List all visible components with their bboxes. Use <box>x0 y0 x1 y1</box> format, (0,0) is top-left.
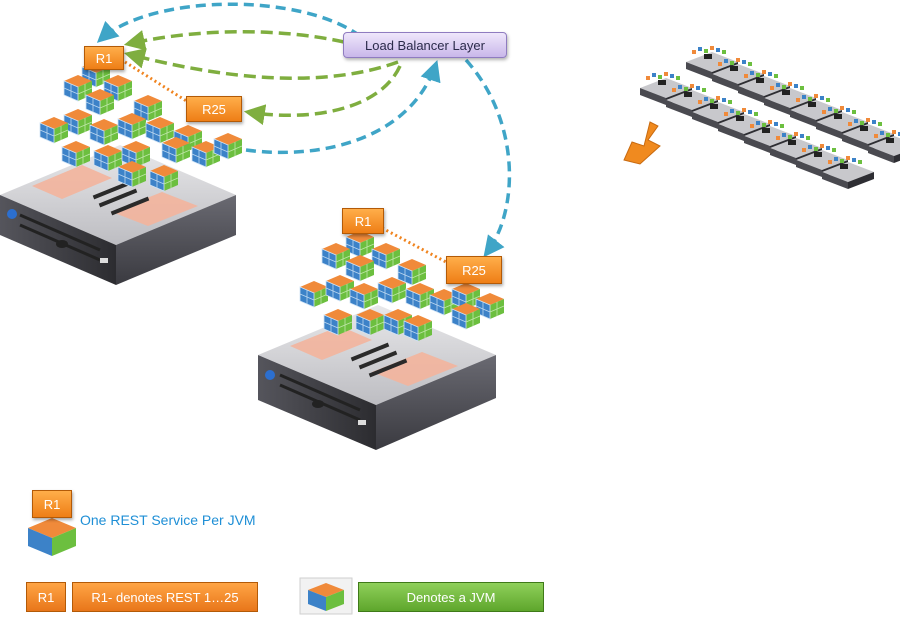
legend-service-tag: R1 <box>32 490 72 518</box>
jvm-cube-icon <box>299 280 329 308</box>
jvm-cube-icon <box>145 116 175 144</box>
jvm-cube-icon <box>475 292 505 320</box>
jvm-cube-icon <box>345 254 375 282</box>
arrow-icon <box>623 121 661 165</box>
server-icon <box>0 145 236 245</box>
green-arrow-to-r1 <box>123 29 345 51</box>
blue-arrow-to-r25-a <box>245 60 441 155</box>
blue-arrow-to-r1 <box>96 2 362 43</box>
blue-arrow-to-r25-b <box>464 58 512 258</box>
jvm-cube-icon <box>213 132 243 160</box>
jvm-cube-icon <box>63 108 93 136</box>
server-a-r25-tag: R25 <box>186 96 242 122</box>
jvm-cube-icon <box>397 258 427 286</box>
r1-r25-link-a <box>124 60 189 104</box>
server-b-r25-tag: R25 <box>446 256 502 284</box>
jvm-cube-icon <box>371 242 401 270</box>
r1-r25-link-b <box>381 226 447 264</box>
jvm-cube-icon <box>345 230 375 258</box>
server-icon <box>258 305 496 405</box>
jvm-cube-icon <box>89 118 119 146</box>
green-arrows <box>123 29 402 126</box>
legend-service-text: One REST Service Per JVM <box>80 512 256 528</box>
server-b <box>258 226 505 450</box>
legend-jvm-text: Denotes a JVM <box>358 582 544 612</box>
server-rack-row-icon <box>640 46 900 189</box>
green-arrow-to-r25 <box>243 65 402 126</box>
jvm-cube-icon <box>349 282 379 310</box>
server-b-r1-tag: R1 <box>342 208 384 234</box>
server-a-r1-tag: R1 <box>84 46 124 70</box>
jvm-cube-group-b <box>299 230 505 342</box>
legend-jvm-cube-icon <box>299 577 353 615</box>
blue-arrows <box>96 2 512 258</box>
legend-denote-text: R1- denotes REST 1…25 <box>72 582 258 612</box>
green-arrow-to-r1-lower <box>123 48 399 80</box>
server-a <box>0 60 243 285</box>
load-balancer-layer: Load Balancer Layer <box>343 32 507 58</box>
legend-server-cube <box>28 518 76 556</box>
legend-denote-tag: R1 <box>26 582 66 612</box>
